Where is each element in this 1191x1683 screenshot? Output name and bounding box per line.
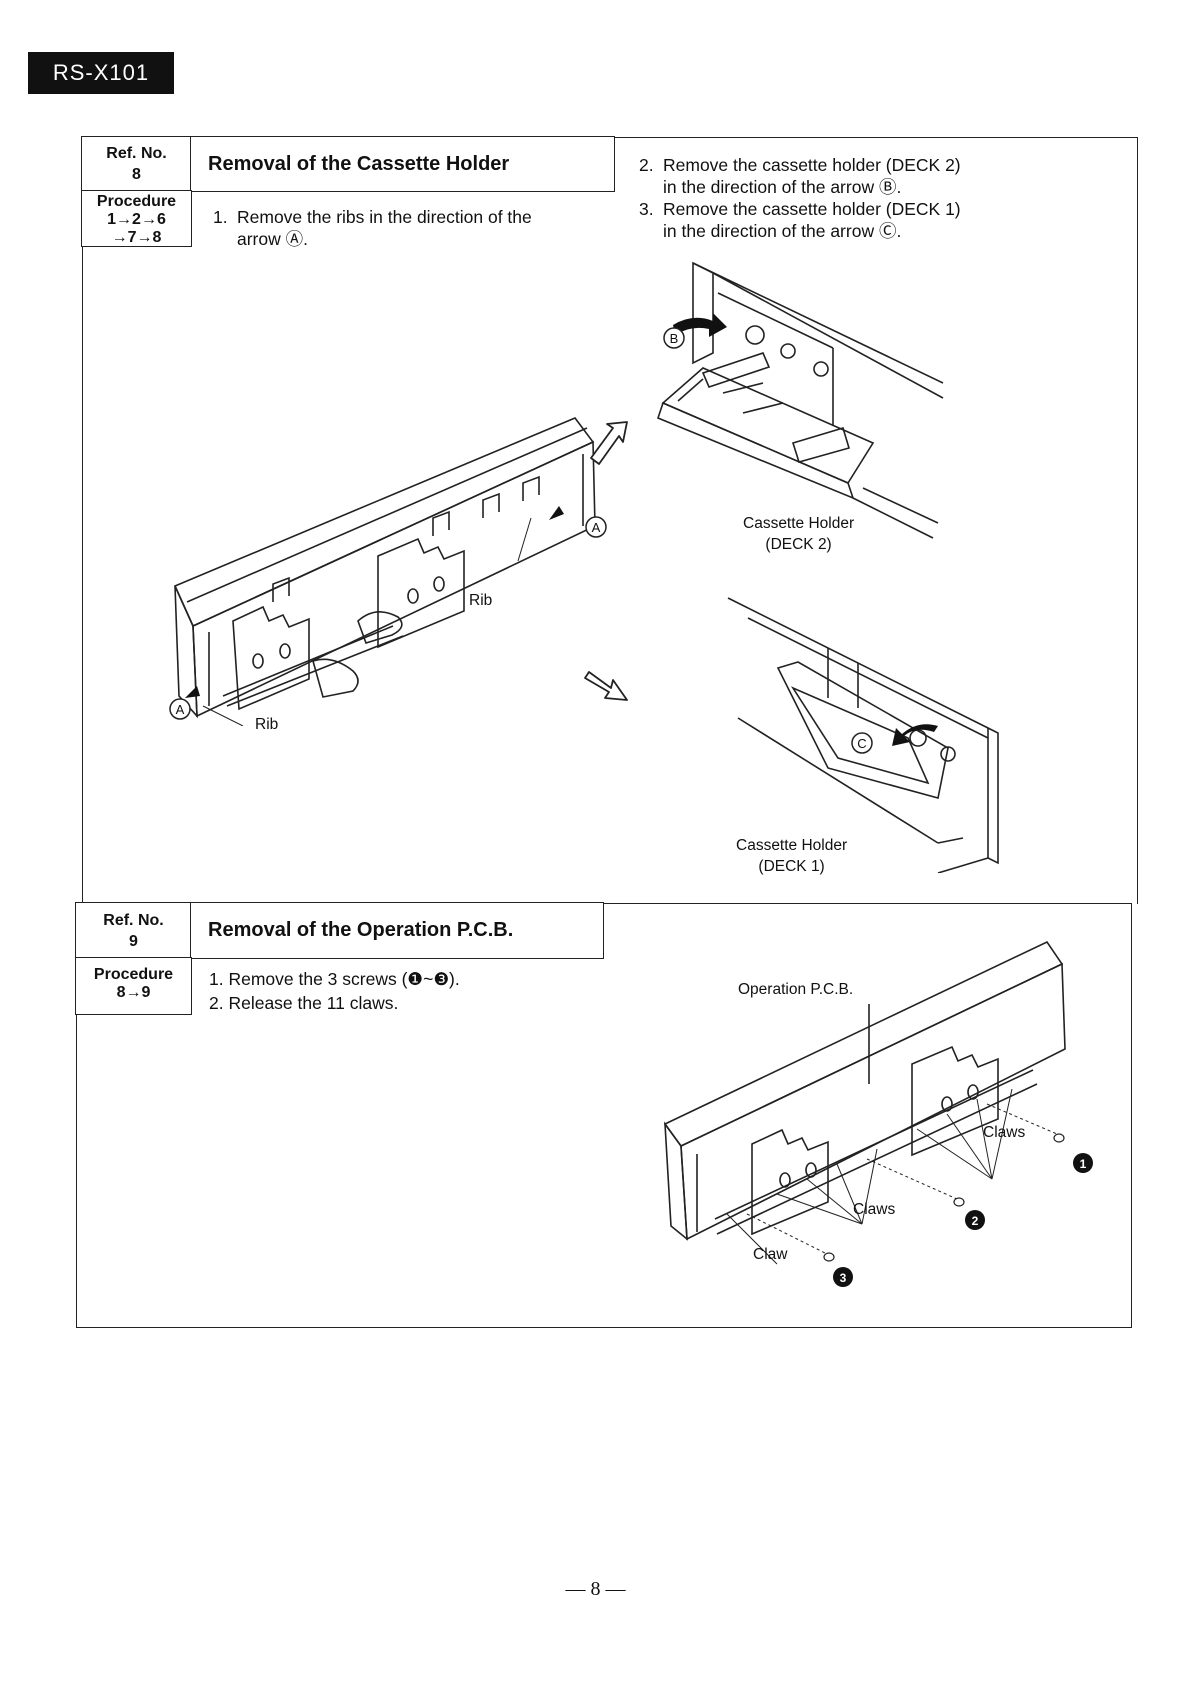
arrow-down-icon [584,671,628,701]
marker-a-left: A [169,698,191,720]
claws-label-center: Claws [853,1201,896,1218]
section-title: Removal of the Cassette Holder [190,136,615,192]
arrow-up-icon [590,421,628,465]
front-panel-illustration [173,417,596,726]
section-cassette-holder: Ref. No. 8 Removal of the Cassette Holde… [81,136,1138,904]
marker-a-right: A [585,516,607,538]
step-2: 2. Release the 11 claws. [209,993,399,1013]
cassette-holder-deck2-label: Cassette Holder (DECK 2) [743,515,855,553]
svg-text:C: C [857,736,866,751]
svg-text:1: 1 [1080,1157,1087,1171]
svg-text:A: A [592,520,601,535]
claw-label: Claw [753,1246,788,1263]
ref-no-box: Ref. No. 8 [81,136,192,192]
deck2-illustration [657,261,944,539]
step-1: 1. Remove the 3 screws (❶~❸). [209,969,460,989]
operation-pcb-label: Operation P.C.B. [738,981,854,998]
marker-b: B [663,327,685,349]
cassette-holder-deck1-label: Cassette Holder (DECK 1) [736,837,848,875]
rib-label-left: Rib [255,716,279,733]
rib-label-right: Rib [469,592,493,609]
step-1: 1.Remove the ribs in the direction of th… [213,207,532,249]
svg-text:B: B [670,331,679,346]
procedure-box: Procedure 1→2→6 →7→8 [81,190,192,247]
model-tag: RS-X101 [28,52,174,94]
claws-label-right: Claws [983,1124,1026,1141]
step-2: 2.Remove the cassette holder (DECK 2) in… [639,155,961,197]
deck1-illustration [727,597,999,873]
marker-c: C [851,732,873,754]
section-operation-pcb: Ref. No. 9 Removal of the Operation P.C.… [75,902,1132,1328]
procedure-box: Procedure 8→9 [75,957,192,1015]
page-number: — 8 — [565,1578,626,1600]
operation-pcb-illustration: 1 2 3 [663,940,1093,1287]
ref-no-box: Ref. No. 9 [75,902,192,959]
svg-text:A: A [176,702,185,717]
svg-text:3: 3 [840,1271,847,1285]
svg-text:2: 2 [972,1214,979,1228]
step-3: 3.Remove the cassette holder (DECK 1) in… [639,199,961,241]
section-title: Removal of the Operation P.C.B. [190,902,604,959]
